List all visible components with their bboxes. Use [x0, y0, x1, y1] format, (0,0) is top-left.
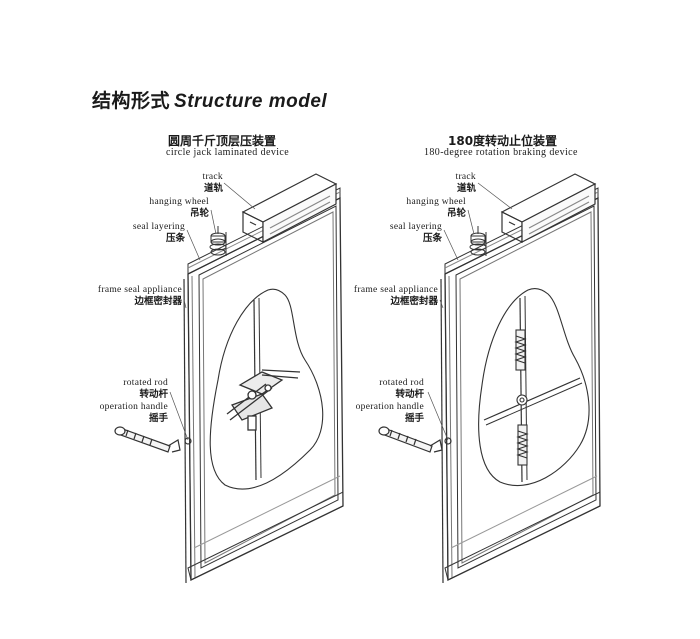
right-hanging-wheel	[469, 226, 487, 256]
page-title-cn: 结构形式	[92, 90, 171, 112]
left-label-hanging-wheel: hanging wheel 吊轮	[149, 197, 209, 219]
right-label-rotated-rod: rotated rod 转动杆	[379, 378, 424, 400]
right-panel-title-en: 180-degree rotation braking device	[424, 147, 578, 158]
left-panel-title-en: circle jack laminated device	[166, 147, 290, 158]
right-label-hanging-wheel: hanging wheel 吊轮	[406, 197, 466, 219]
left-leader-lines	[169, 182, 256, 441]
left-cutaway	[209, 288, 324, 490]
right-cutaway	[478, 288, 590, 487]
right-operation-handle-drawing	[378, 426, 452, 453]
right-leader-lines	[427, 182, 513, 441]
page-title-en: Structure model	[174, 91, 328, 112]
right-braking-springs	[514, 329, 529, 466]
right-label-track: track 道轨	[455, 172, 477, 194]
left-label-seal-layering: seal layering 压条	[132, 222, 185, 244]
right-track	[500, 173, 597, 243]
right-panel-title-cn: 180度转动止位装置	[448, 134, 558, 148]
left-jack-mechanism	[226, 369, 301, 431]
left-track	[241, 173, 338, 243]
right-label-frame-seal: frame seal appliance 边框密封器	[353, 285, 438, 307]
left-hanging-wheel	[209, 226, 227, 256]
left-operation-handle-drawing	[114, 426, 192, 453]
left-panel-title-cn: 圆周千斤顶层压装置	[168, 134, 277, 148]
left-door-inner-frame	[198, 205, 339, 569]
left-label-frame-seal: frame seal appliance 边框密封器	[97, 285, 182, 307]
right-panel-drawing	[378, 173, 601, 584]
right-door-panel	[444, 196, 601, 582]
right-label-seal-layering: seal layering 压条	[389, 222, 442, 244]
left-label-operation-handle: operation handle 摇手	[99, 402, 168, 424]
right-label-operation-handle: operation handle 摇手	[355, 402, 424, 424]
left-label-track: track 道轨	[202, 172, 224, 194]
left-panel-drawing	[114, 173, 344, 584]
left-label-rotated-rod: rotated rod 转动杆	[123, 378, 168, 400]
